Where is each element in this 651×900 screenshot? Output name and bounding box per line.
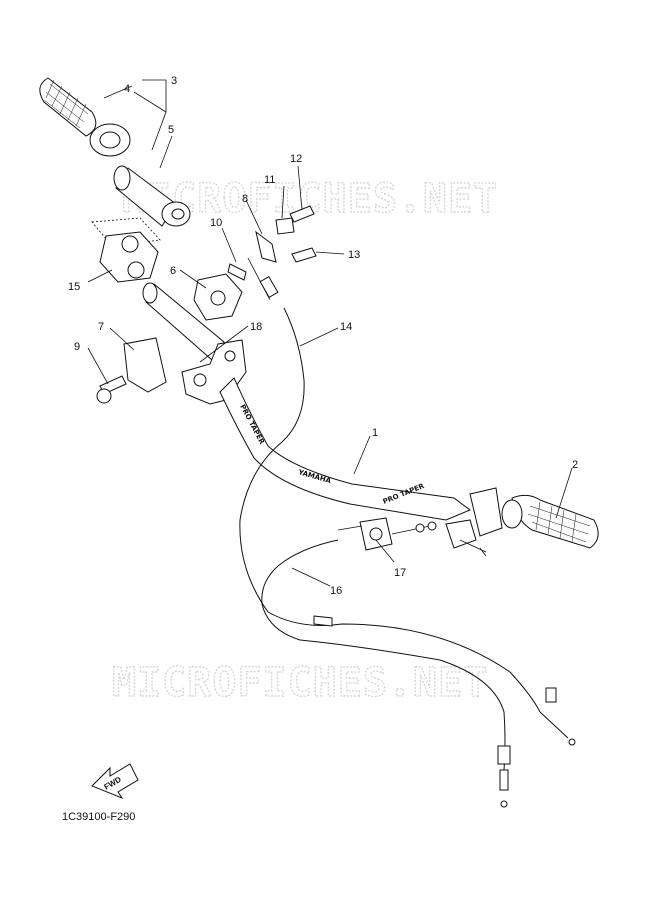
callout-7: 7: [98, 321, 104, 333]
callout-12: 12: [290, 153, 302, 165]
fwd-arrow-icon: FWD: [91, 763, 139, 800]
callout-17: 17: [394, 567, 406, 579]
callout-8: 8: [242, 193, 248, 205]
leader-lines: [87, 79, 573, 587]
callout-5: 5: [168, 124, 174, 136]
callout-10: 10: [210, 217, 222, 229]
throttle-cable-end: [539, 711, 569, 739]
callout-4: 4: [124, 83, 130, 95]
handlebar-part: YAMAHA PRO TAPER PRO TAPER: [219, 377, 471, 521]
callout-9: 9: [74, 341, 80, 353]
clamp-part: [142, 273, 243, 361]
right-grip-part: [445, 487, 599, 557]
callout-13: 13: [348, 249, 360, 261]
callout-18: 18: [250, 321, 262, 333]
watermark-bottom: MICROFICHES.NET: [112, 660, 488, 706]
bracket-and-bolt-part: [96, 337, 167, 404]
callout-14: 14: [340, 321, 352, 333]
throttle-cable: [239, 307, 541, 713]
callout-16: 16: [330, 585, 342, 597]
perch-part: [337, 517, 437, 551]
callout-6: 6: [170, 265, 176, 277]
clutch-cable: [261, 539, 506, 771]
throttle-tube-part: [113, 165, 191, 227]
small-fittings: [227, 205, 317, 301]
callout-15: 15: [68, 281, 80, 293]
callout-1: 1: [372, 427, 378, 439]
callout-11: 11: [264, 174, 275, 186]
diagram-code: 1C39100-F290: [62, 811, 135, 823]
callout-3: 3: [171, 75, 177, 87]
throttle-housing-part: [91, 217, 161, 283]
left-grip-part: [39, 77, 131, 157]
callout-2: 2: [572, 459, 578, 471]
